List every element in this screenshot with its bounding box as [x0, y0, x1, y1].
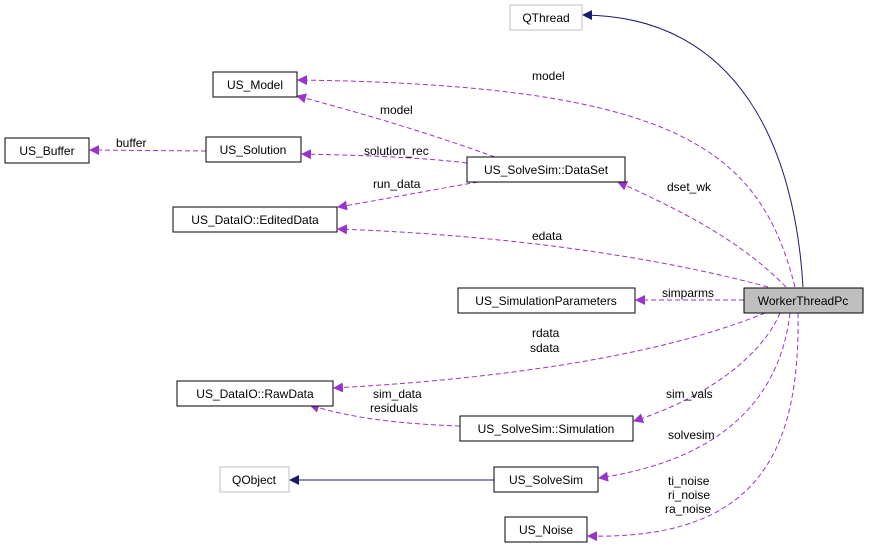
node-us-simulationparameters[interactable]: US_SimulationParameters — [457, 287, 636, 314]
edge-model-worker — [297, 75, 796, 288]
node-us-solvesim[interactable]: US_SolveSim — [493, 466, 599, 493]
edge-label-ra-noise: ra_noise — [665, 502, 711, 516]
node-label-us-solvesim-dataset: US_SolveSim::DataSet — [484, 163, 609, 177]
edge-label-residuals: residuals — [370, 401, 418, 415]
edge-edata — [337, 224, 769, 288]
node-label-us-model: US_Model — [227, 78, 283, 92]
node-us-solution[interactable]: US_Solution — [205, 136, 302, 163]
node-label-us-solvesim-simulation: US_SolveSim::Simulation — [478, 422, 615, 436]
edge-run-data — [337, 181, 479, 211]
edges — [89, 10, 804, 542]
node-us-dataio-editeddata[interactable]: US_DataIO::EditedData — [172, 206, 338, 233]
node-label-us-dataio-editeddata: US_DataIO::EditedData — [191, 213, 319, 227]
edge-inherit-qthread — [582, 10, 804, 288]
node-us-model[interactable]: US_Model — [212, 71, 298, 98]
edge-noise — [587, 312, 799, 542]
edge-label-sdata: sdata — [530, 341, 560, 355]
edge-label-rdata: rdata — [532, 326, 560, 340]
edge-label-ti-noise: ti_noise — [668, 474, 710, 488]
edge-label-solvesim: solvesim — [668, 428, 715, 442]
nodes: QThread US_Model US_Buffer US_Solution U… — [4, 4, 864, 543]
node-label-qobject: QObject — [232, 473, 277, 487]
node-label-us-buffer: US_Buffer — [19, 144, 74, 158]
edge-label-ri-noise: ri_noise — [668, 488, 710, 502]
node-us-solvesim-dataset[interactable]: US_SolveSim::DataSet — [466, 156, 626, 183]
edge-dset-wk — [617, 181, 787, 288]
edge-label-dset-wk: dset_wk — [667, 180, 712, 194]
edge-label-edata: edata — [532, 229, 562, 243]
node-label-workerthreadpc: WorkerThreadPc — [758, 294, 848, 308]
node-label-us-simulationparameters: US_SimulationParameters — [475, 294, 616, 308]
edge-solvesim — [598, 312, 791, 482]
edge-rdata-sdata — [333, 312, 766, 393]
edge-model-dataset — [296, 93, 496, 158]
node-us-noise[interactable]: US_Noise — [504, 516, 588, 543]
edge-label-model-dataset: model — [380, 103, 413, 117]
edge-sim-data-residuals — [309, 403, 461, 427]
edge-label-sim-vals: sim_vals — [666, 387, 713, 401]
node-us-dataio-rawdata[interactable]: US_DataIO::RawData — [176, 380, 334, 407]
edge-label-solution-rec: solution_rec — [364, 144, 429, 158]
edge-solution-rec — [301, 149, 468, 164]
edge-label-run-data: run_data — [373, 177, 421, 191]
edge-buffer — [89, 145, 207, 156]
node-us-solvesim-simulation[interactable]: US_SolveSim::Simulation — [459, 415, 634, 442]
edge-labels: model model buffer solution_rec run_data… — [116, 69, 715, 516]
node-label-us-dataio-rawdata: US_DataIO::RawData — [196, 387, 314, 401]
node-label-us-noise: US_Noise — [519, 523, 573, 537]
edge-label-buffer: buffer — [116, 136, 146, 150]
node-label-us-solvesim: US_SolveSim — [509, 473, 583, 487]
node-us-buffer[interactable]: US_Buffer — [4, 137, 90, 164]
node-label-us-solution: US_Solution — [220, 143, 287, 157]
edge-label-model-worker: model — [532, 69, 565, 83]
node-workerthreadpc[interactable]: WorkerThreadPc — [743, 287, 864, 314]
edge-label-sim-data: sim_data — [373, 387, 422, 401]
node-qobject[interactable]: QObject — [219, 466, 290, 493]
node-qthread[interactable]: QThread — [509, 4, 583, 31]
edge-label-simparms: simparms — [662, 286, 714, 300]
edge-sim-vals — [633, 312, 781, 424]
node-label-qthread: QThread — [522, 11, 569, 25]
